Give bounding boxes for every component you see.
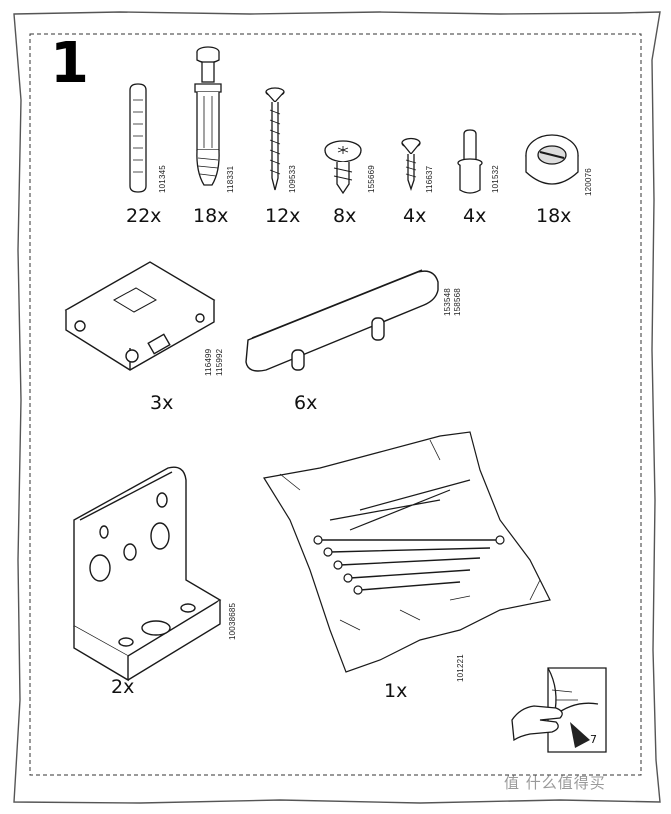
paper-border [13,11,661,804]
cam-lock-icon [525,134,579,185]
cam-bolt-icon [194,46,222,186]
step-number: 1 [50,31,89,96]
qty-connector: 3x [150,392,174,414]
code-connector-b: 115992 [215,348,224,376]
code-cam-lock: 120076 [584,168,593,196]
code-handle-a: 153548 [443,288,452,316]
angle-bracket-icon [73,466,222,682]
code-shelf-pin: 101532 [491,165,500,193]
code-nail-bag: 101221 [456,654,465,682]
page-turn-hand-icon [511,667,607,753]
short-screw-icon [324,140,362,195]
watermark-text: 值 什么值得买 [504,774,606,792]
qty-angle-bracket: 2x [111,676,135,698]
qty-handle: 6x [294,392,318,414]
connector-block-icon [64,261,216,371]
code-long-screw: 109533 [288,165,297,193]
qty-short-screw: 8x [333,205,357,227]
qty-shelf-pin: 4x [463,205,487,227]
page-number: 7 [590,733,597,746]
code-short-screw: 155669 [367,165,376,193]
code-small-screw: 116637 [425,165,434,193]
qty-small-screw: 4x [403,205,427,227]
qty-nail-bag: 1x [384,680,408,702]
code-handle-b: 158568 [453,288,462,316]
dashed-frame [29,33,642,776]
small-screw-icon [401,137,421,192]
shelf-pin-icon [457,129,483,194]
wooden-dowel-icon [129,83,147,193]
nail-bag-icon [263,431,551,673]
code-dowel: 101345 [158,165,167,193]
handle-icon [245,269,439,372]
qty-cam-bolt: 18x [193,205,229,227]
code-connector-a: 116499 [204,348,213,376]
qty-long-screw: 12x [265,205,301,227]
qty-cam-lock: 18x [536,205,572,227]
qty-dowel: 22x [126,205,162,227]
code-cam-bolt: 118331 [226,165,235,193]
long-screw-icon [265,87,285,191]
code-angle-bracket: 10038685 [228,602,237,640]
